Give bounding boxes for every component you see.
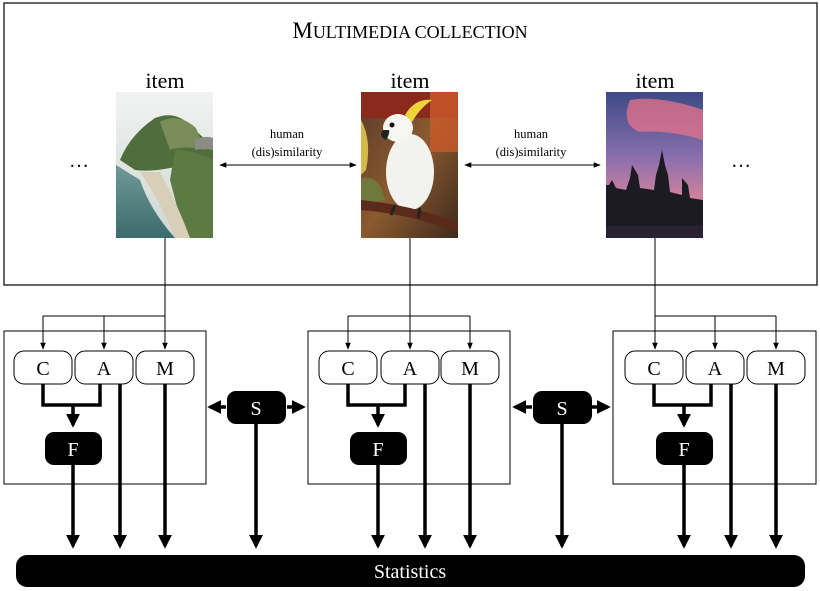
svg-text:A: A: [403, 358, 418, 380]
processing-group-3: C A M F: [612, 238, 817, 549]
svg-text:C: C: [341, 358, 354, 380]
svg-text:A: A: [97, 358, 112, 380]
edge-label-2-line2: (dis)similarity: [496, 145, 568, 159]
svg-text:F: F: [678, 439, 689, 461]
processing-group-1: C A M F: [3, 238, 207, 549]
collection-title: MULTIMEDIA COLLECTION: [292, 18, 527, 43]
fusion-node-2: [350, 432, 407, 465]
svg-text:M: M: [156, 358, 174, 380]
image-gothic-towers: [606, 92, 703, 238]
image-coastal-cliff: [116, 92, 213, 238]
svg-text:C: C: [36, 358, 49, 380]
svg-text:S: S: [250, 398, 261, 420]
audio-node-2: [380, 350, 440, 385]
svg-text:C: C: [647, 358, 660, 380]
statistics-label: Statistics: [374, 561, 446, 583]
svg-text:M: M: [767, 358, 785, 380]
similarity-node-2: S: [512, 391, 611, 549]
fusion-node-3: [656, 432, 713, 465]
edge-label-1-line1: human: [270, 127, 305, 141]
image-white-cockatoo: [361, 92, 458, 238]
item-label-1: item: [145, 68, 184, 93]
fusion-node-1: [45, 432, 102, 465]
svg-text:F: F: [372, 439, 383, 461]
svg-text:A: A: [708, 358, 723, 380]
edge-label-1-line2: (dis)similarity: [252, 145, 324, 159]
ellipsis-right: …: [731, 150, 753, 172]
svg-text:S: S: [556, 398, 567, 420]
audio-node-1: [74, 350, 134, 385]
processing-group-2: C A M F: [307, 238, 511, 549]
ellipsis-left: …: [69, 150, 91, 172]
similarity-node-1: S: [207, 391, 306, 549]
svg-text:M: M: [461, 358, 479, 380]
svg-text:F: F: [67, 439, 78, 461]
edge-label-2-line1: human: [514, 127, 549, 141]
item-label-2: item: [390, 68, 429, 93]
item-label-3: item: [635, 68, 674, 93]
audio-node-3: [685, 350, 745, 385]
statistics-bar: [16, 555, 805, 587]
